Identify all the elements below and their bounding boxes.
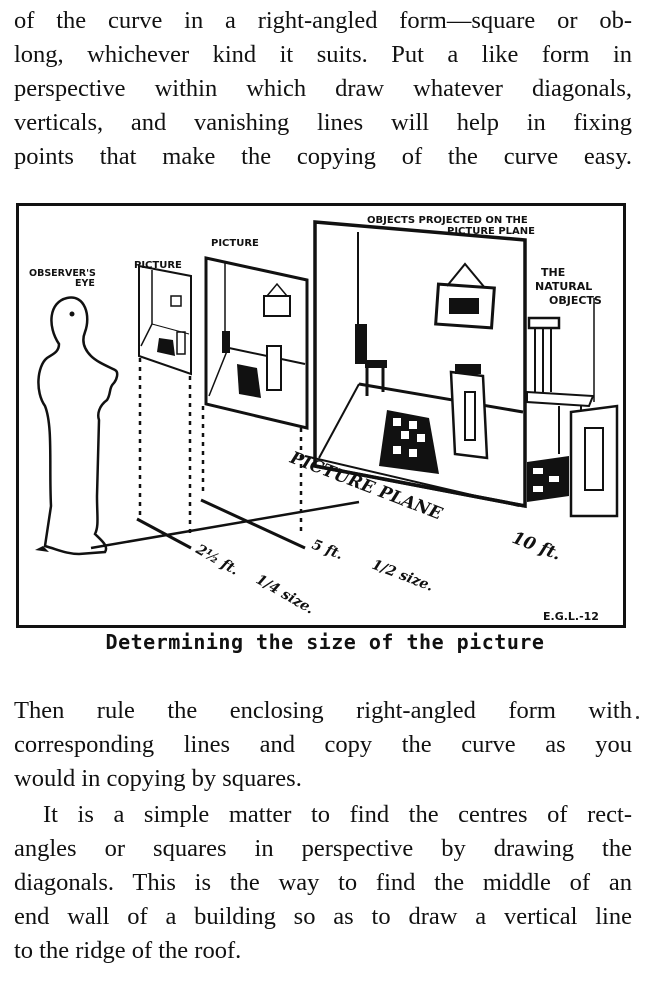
label-quarter-size: 1/4 size.: [253, 572, 317, 618]
label-eye: EYE: [75, 278, 95, 289]
text-line: points that make the copying of the curv…: [14, 143, 632, 170]
text-line: angles or squares in perspective by draw…: [14, 835, 632, 862]
label-observers-eye: OBSERVER'S: [29, 268, 96, 279]
text-line: verticals, and vanishing lines will help…: [14, 109, 632, 136]
medium-picture: [204, 256, 309, 430]
figure-caption: Determining the size of the picture: [105, 630, 545, 654]
text-line: perspective within which draw whatever d…: [14, 75, 632, 102]
ground-sight-line: [90, 500, 360, 550]
natural-cabinet: [569, 404, 619, 518]
text-line: end wall of a building so as to draw a v…: [14, 903, 632, 930]
paragraph-middle: Then rule the enclosing right-angled for…: [14, 694, 632, 796]
text-line: to the ridge of the roof.: [14, 937, 242, 964]
perspective-illustration: OBSERVER'S EYE PICTURE PICTURE OBJECTS P…: [16, 203, 626, 628]
paragraph-top: of the curve in a right-angled form—squa…: [14, 4, 632, 174]
small-picture: [138, 264, 192, 376]
natural-rug: [527, 456, 569, 502]
label-half-size: 1/2 size.: [370, 557, 436, 595]
label-10-ft: 10 ft.: [509, 528, 563, 565]
label-objects: OBJECTS: [549, 294, 602, 307]
label-picture-small: PICTURE: [134, 260, 182, 271]
label-2-5-ft: 2½ ft.: [192, 541, 241, 579]
print-speck: [636, 716, 639, 719]
artist-signature: E.G.L.-12: [543, 610, 599, 623]
text-line: It is a simple matter to find the centre…: [43, 801, 632, 828]
text-line: diagonals. This is the way to find the m…: [14, 869, 632, 896]
text-line: long, whichever kind it suits. Put a lik…: [14, 41, 632, 68]
label-natural: NATURAL: [535, 280, 592, 293]
label-picture-plane-top: PICTURE PLANE: [447, 226, 535, 237]
label-the: THE: [541, 266, 565, 279]
label-picture-medium: PICTURE: [211, 238, 259, 249]
eye-dot: [69, 311, 75, 317]
paragraph-bottom: It is a simple matter to find the centre…: [14, 798, 632, 968]
text-line: of the curve in a right-angled form—squa…: [14, 7, 632, 34]
label-objects-projected: OBJECTS PROJECTED ON THE: [367, 215, 528, 226]
text-line: Then rule the enclosing right-angled for…: [14, 697, 632, 724]
illustration-drawing: OBSERVER'S EYE PICTURE PICTURE OBJECTS P…: [29, 215, 619, 623]
observer-silhouette: [37, 296, 119, 556]
text-line: would in copying by squares.: [14, 765, 302, 792]
label-5-ft: 5 ft.: [310, 537, 346, 563]
text-line: corresponding lines and copy the curve a…: [14, 731, 632, 758]
